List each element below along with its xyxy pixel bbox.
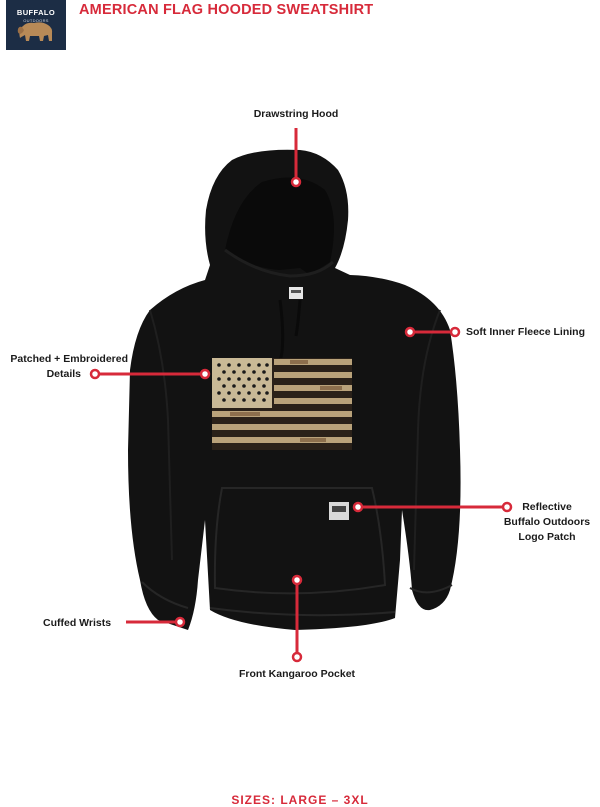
callout-kangaroo-pocket-text: Front Kangaroo Pocket: [238, 668, 356, 680]
buffalo-icon: [6, 0, 66, 50]
callout-reflective-patch: Reflective Buffalo Outdoors Logo Patch: [490, 500, 600, 545]
callout-soft-fleece: Soft Inner Fleece Lining: [466, 325, 585, 340]
kangaroo-pocket: [213, 487, 387, 595]
callout-patched-line2: Details: [46, 368, 81, 380]
logo-subtext: OUTDOORS: [23, 18, 49, 23]
callout-reflective-line2: Buffalo Outdoors: [503, 516, 591, 528]
sizes-heading: SIZES: LARGE – 3XL: [231, 793, 369, 807]
flag-patch: [212, 358, 352, 450]
callout-drawstring-hood-text: Drawstring Hood: [253, 108, 339, 120]
callout-cuffed-wrists-text: Cuffed Wrists: [43, 617, 112, 629]
callout-reflective-line1: Reflective: [522, 501, 572, 513]
page-title: AMERICAN FLAG HOODED SWEATSHIRT: [79, 2, 374, 18]
callout-cuffed-wrists: Cuffed Wrists: [43, 616, 111, 631]
callout-patched-embroidered: Patched + Embroidered Details: [0, 352, 128, 382]
callout-reflective-line3: Logo Patch: [518, 531, 576, 543]
callout-patched-line1: Patched + Embroidered: [10, 353, 128, 365]
logo-wordmark: BUFFALO: [16, 8, 56, 17]
callout-drawstring-hood: Drawstring Hood: [226, 107, 366, 122]
callout-soft-fleece-text: Soft Inner Fleece Lining: [466, 326, 586, 338]
brand-logo[interactable]: BUFFALO OUTDOORS: [6, 0, 66, 50]
callout-kangaroo-pocket: Front Kangaroo Pocket: [210, 667, 384, 682]
